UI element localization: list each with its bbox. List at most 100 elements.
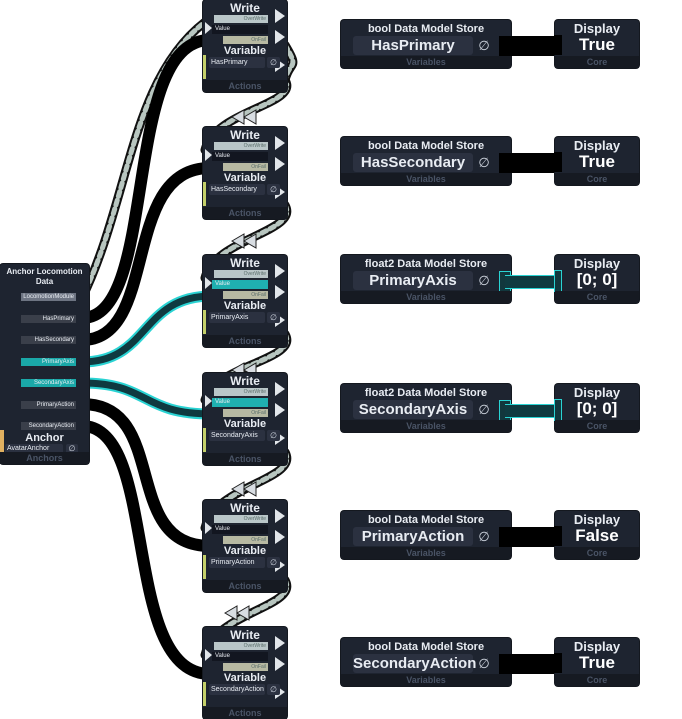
impulse-input-icon[interactable]	[205, 22, 212, 34]
anchor-locomotion-node[interactable]: Anchor Locomotion Data LocomotionModule …	[0, 264, 89, 464]
display-node-secondary-axis[interactable]: Display [0; 0] Core	[554, 384, 639, 432]
value-input[interactable]: Value	[212, 152, 268, 161]
variable-input-port[interactable]	[203, 555, 206, 579]
overwrite-port[interactable]: OverWrite	[214, 515, 268, 523]
anchor-output-primary-axis[interactable]: PrimaryAxis	[21, 358, 76, 366]
variable-input-port[interactable]	[203, 682, 206, 706]
impulse-input-icon[interactable]	[205, 149, 212, 161]
onfail-port[interactable]: OnFail	[223, 36, 268, 44]
variable-input-port[interactable]	[203, 428, 206, 452]
variable-null-button[interactable]: ∅	[267, 430, 280, 441]
value-input[interactable]: Value	[212, 525, 268, 534]
impulse-output-icon[interactable]	[275, 313, 285, 327]
impulse-output-icon[interactable]	[275, 30, 285, 44]
write-node-has-secondary[interactable]: Write OverWrite Value OnFail Variable Ha…	[203, 127, 287, 219]
overwrite-port[interactable]: OverWrite	[214, 270, 268, 278]
store-name-field[interactable]: PrimaryAxis	[353, 271, 473, 290]
anchor-output-has-secondary[interactable]: HasSecondary	[21, 336, 76, 344]
display-node-has-primary[interactable]: Display True Core	[554, 20, 639, 68]
impulse-output-icon[interactable]	[275, 530, 285, 544]
variable-field[interactable]: PrimaryAction	[209, 557, 265, 568]
onfail-port[interactable]: OnFail	[223, 291, 268, 299]
impulse-output-icon[interactable]	[275, 9, 285, 23]
variable-field[interactable]: HasPrimary	[209, 57, 265, 68]
impulse-output-icon[interactable]	[275, 285, 285, 299]
store-name-field[interactable]: SecondaryAction	[353, 654, 477, 673]
onfail-port[interactable]: OnFail	[223, 536, 268, 544]
store-node-has-primary[interactable]: bool Data Model Store HasPrimary ∅ Varia…	[341, 20, 511, 68]
value-input[interactable]: Value	[212, 398, 268, 407]
write-node-primary-action[interactable]: Write OverWrite Value OnFail Variable Pr…	[203, 500, 287, 592]
overwrite-port[interactable]: OverWrite	[214, 142, 268, 150]
write-node-has-primary[interactable]: Write OverWrite Value OnFail Variable Ha…	[203, 0, 287, 92]
store-name-field[interactable]: PrimaryAction	[353, 527, 473, 546]
store-null-button[interactable]: ∅	[478, 38, 490, 53]
write-node-primary-axis[interactable]: Write OverWrite Value OnFail Variable Pr…	[203, 255, 287, 347]
variable-null-button[interactable]: ∅	[267, 312, 280, 323]
store-node-secondary-axis[interactable]: float2 Data Model Store SecondaryAxis ∅ …	[341, 384, 511, 432]
anchor-field[interactable]: AvatarAnchor	[5, 444, 63, 454]
store-name-field[interactable]: HasPrimary	[353, 36, 473, 55]
display-input-port[interactable]	[554, 35, 562, 55]
variable-input-port[interactable]	[203, 182, 206, 206]
impulse-output-icon[interactable]	[275, 685, 285, 699]
variable-field[interactable]: SecondaryAxis	[209, 430, 265, 441]
write-node-secondary-action[interactable]: Write OverWrite Value OnFail Variable Se…	[203, 627, 287, 719]
store-name-field[interactable]: HasSecondary	[353, 153, 473, 172]
overwrite-port[interactable]: OverWrite	[214, 388, 268, 396]
anchor-output-secondary-axis[interactable]: SecondaryAxis	[21, 379, 76, 387]
impulse-output-icon[interactable]	[275, 382, 285, 396]
display-node-has-secondary[interactable]: Display True Core	[554, 137, 639, 185]
impulse-output-icon[interactable]	[275, 157, 285, 171]
impulse-output-icon[interactable]	[275, 558, 285, 572]
anchor-output-locomotion-module[interactable]: LocomotionModule	[21, 293, 76, 301]
variable-input-port[interactable]	[203, 310, 206, 334]
variable-input-port[interactable]	[203, 55, 206, 79]
variable-null-button[interactable]: ∅	[267, 184, 280, 195]
impulse-input-icon[interactable]	[205, 649, 212, 661]
impulse-input-icon[interactable]	[205, 395, 212, 407]
onfail-port[interactable]: OnFail	[223, 163, 268, 171]
display-node-primary-action[interactable]: Display False Core	[554, 511, 639, 559]
impulse-input-icon[interactable]	[205, 522, 212, 534]
impulse-output-icon[interactable]	[275, 657, 285, 671]
impulse-output-icon[interactable]	[275, 636, 285, 650]
display-input-port[interactable]	[554, 526, 562, 546]
variable-null-button[interactable]: ∅	[267, 684, 280, 695]
overwrite-port[interactable]: OverWrite	[214, 642, 268, 650]
overwrite-port[interactable]: OverWrite	[214, 15, 268, 23]
store-null-button[interactable]: ∅	[478, 155, 490, 170]
store-node-has-secondary[interactable]: bool Data Model Store HasSecondary ∅ Var…	[341, 137, 511, 185]
store-null-button[interactable]: ∅	[478, 273, 490, 288]
impulse-output-icon[interactable]	[275, 136, 285, 150]
impulse-output-icon[interactable]	[275, 403, 285, 417]
store-null-button[interactable]: ∅	[478, 656, 490, 671]
display-node-secondary-action[interactable]: Display True Core	[554, 638, 639, 686]
variable-null-button[interactable]: ∅	[267, 557, 280, 568]
store-null-button[interactable]: ∅	[478, 529, 490, 544]
onfail-port[interactable]: OnFail	[223, 409, 268, 417]
impulse-output-icon[interactable]	[275, 431, 285, 445]
value-input[interactable]: Value	[212, 652, 268, 661]
anchor-input-port[interactable]	[0, 430, 4, 456]
display-input-port[interactable]	[554, 152, 562, 172]
impulse-input-icon[interactable]	[205, 277, 212, 289]
anchor-output-has-primary[interactable]: HasPrimary	[21, 315, 76, 323]
store-node-primary-action[interactable]: bool Data Model Store PrimaryAction ∅ Va…	[341, 511, 511, 559]
store-node-primary-axis[interactable]: float2 Data Model Store PrimaryAxis ∅ Va…	[341, 255, 511, 303]
variable-null-button[interactable]: ∅	[267, 57, 280, 68]
store-node-secondary-action[interactable]: bool Data Model Store SecondaryAction ∅ …	[341, 638, 511, 686]
store-null-button[interactable]: ∅	[478, 402, 490, 417]
variable-field[interactable]: PrimaryAxis	[209, 312, 265, 323]
value-input[interactable]: Value	[212, 280, 268, 289]
impulse-output-icon[interactable]	[275, 264, 285, 278]
write-node-secondary-axis[interactable]: Write OverWrite Value OnFail Variable Se…	[203, 373, 287, 465]
anchor-null-button[interactable]: ∅	[66, 444, 78, 454]
store-name-field[interactable]: SecondaryAxis	[353, 400, 473, 419]
variable-field[interactable]: HasSecondary	[209, 184, 265, 195]
anchor-output-secondary-action[interactable]: SecondaryAction	[21, 422, 76, 430]
anchor-output-primary-action[interactable]: PrimaryAction	[21, 401, 76, 409]
display-node-primary-axis[interactable]: Display [0; 0] Core	[554, 255, 639, 303]
impulse-output-icon[interactable]	[275, 58, 285, 72]
display-input-port[interactable]	[554, 653, 562, 673]
